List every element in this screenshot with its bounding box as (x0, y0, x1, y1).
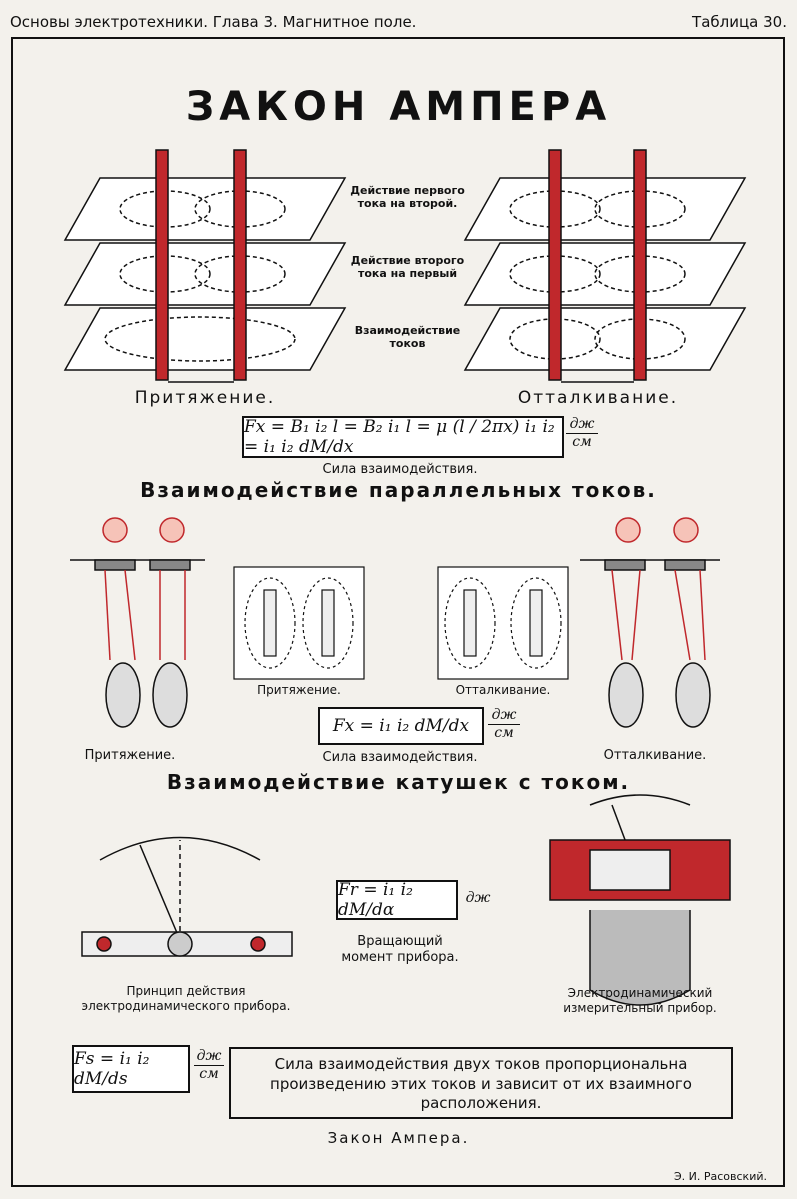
unit-law: дж см (194, 1048, 224, 1083)
law-caption: Закон Ампера. (327, 1129, 470, 1147)
electrodynamic-instrument-illustration (549, 794, 731, 1006)
unit-coils-bottom: см (494, 724, 514, 741)
law-statement: Сила взаимодействия двух токов пропорцио… (229, 1047, 733, 1119)
caption-torque: Вращающий момент прибора. (341, 934, 459, 965)
formula-torque: Fr = i₁ i₂ dM/dα (336, 880, 458, 920)
unit-torque: дж (465, 890, 491, 906)
coils-repulsion-illustration (580, 517, 720, 728)
label-action-second-on-first: Действие второго тока на первый (350, 254, 465, 280)
unit-parallel: дж см (566, 416, 598, 451)
caption-force-parallel: Сила взаимодействия. (322, 462, 478, 477)
unit-coils-top: дж (488, 707, 520, 725)
caption-attraction: Притяжение. (134, 388, 276, 408)
parallel-currents-attraction-illustration (63, 149, 347, 383)
coils-attraction-illustration (70, 517, 205, 728)
unit-law-bottom: см (199, 1065, 219, 1082)
caption-coils-attraction: Притяжение. (84, 748, 176, 763)
formula-ampere-law: Fs = i₁ i₂ dM/ds (72, 1045, 190, 1093)
book-header: Основы электротехники. Глава 3. Магнитно… (10, 13, 417, 31)
parallel-currents-repulsion-illustration (463, 149, 747, 383)
caption-coils-repulsion: Отталкивание. (603, 748, 707, 763)
heading-coils: Взаимодействие катушек с током. (166, 770, 631, 794)
unit-parallel-bottom: см (572, 433, 592, 450)
formula-parallel-currents: Fx = B₁ i₂ l = B₂ i₁ l = μ (l / 2πx) i₁ … (242, 416, 564, 458)
caption-field-attraction: Притяжение. (257, 683, 341, 697)
unit-parallel-top: дж (566, 416, 598, 434)
page-frame (11, 37, 785, 1187)
formula-coils: Fx = i₁ i₂ dM/dx (318, 707, 484, 745)
page-title: ЗАКОН АМПЕРА (185, 84, 612, 130)
heading-parallel-currents: Взаимодействие параллельных токов. (140, 478, 657, 502)
label-action-first-on-second: Действие первого тока на второй. (350, 184, 465, 210)
caption-instrument-principle: Принцип действия электродинамического пр… (81, 984, 291, 1013)
unit-coils: дж см (488, 707, 520, 742)
author: Э. И. Расовский. (673, 1170, 767, 1183)
caption-repulsion: Отталкивание. (517, 388, 679, 408)
instrument-principle-illustration (81, 836, 293, 957)
caption-electrodynamic-instrument: Электродинамический измерительный прибор… (563, 986, 717, 1015)
label-interaction: Взаимодействие токов (354, 324, 461, 350)
unit-law-top: дж (194, 1048, 224, 1066)
table-number: Таблица 30. (692, 13, 787, 31)
caption-force-coils: Сила взаимодействия. (322, 750, 478, 765)
coil-field-pictures (233, 566, 569, 680)
caption-field-repulsion: Отталкивание. (455, 683, 551, 697)
